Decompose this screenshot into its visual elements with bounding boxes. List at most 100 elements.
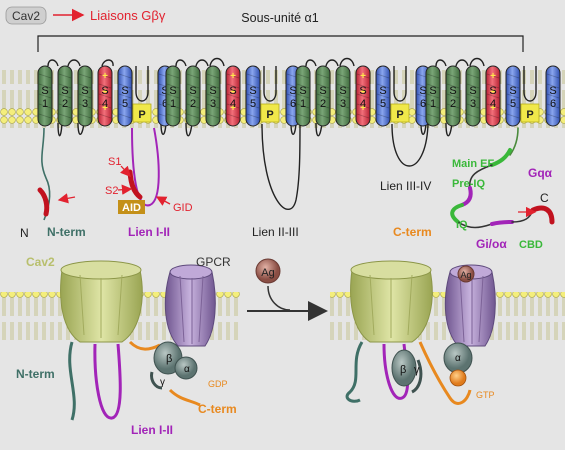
nterm-tail-left bbox=[68, 341, 76, 421]
helix-s2 bbox=[185, 65, 201, 127]
helix-stripe bbox=[226, 103, 240, 109]
lien34-label: Lien III-IV bbox=[380, 179, 431, 193]
helix-s6 bbox=[545, 65, 561, 127]
helix-stripe bbox=[506, 93, 520, 99]
helix-s1 bbox=[425, 65, 441, 127]
helix-stripe bbox=[546, 73, 560, 79]
galpha-left bbox=[174, 356, 198, 380]
helix-stripe bbox=[226, 113, 240, 119]
helix-stripe bbox=[206, 83, 220, 89]
s4-charge-mark: + bbox=[490, 71, 496, 82]
helix-stripe bbox=[356, 113, 370, 119]
agonist-bound-label: Ag bbox=[460, 270, 471, 280]
pore-loop bbox=[263, 66, 277, 102]
s4-charge-mark: + bbox=[230, 87, 236, 98]
pore-loop bbox=[523, 66, 537, 102]
intra-loops bbox=[47, 57, 485, 137]
helix-stripe bbox=[486, 83, 500, 89]
gid-arrow bbox=[155, 196, 171, 206]
helix-letter: S bbox=[101, 85, 108, 97]
helix-s3 bbox=[465, 65, 481, 127]
helix-stripe bbox=[246, 73, 260, 79]
helix-letter: S bbox=[469, 85, 476, 97]
helix-stripe bbox=[246, 83, 260, 89]
lien12-tail-left bbox=[93, 343, 122, 420]
s4-charge-mark: + bbox=[230, 103, 236, 114]
helix-number: 6 bbox=[162, 98, 168, 110]
helix-stripe bbox=[446, 73, 460, 79]
helix-stripe bbox=[356, 103, 370, 109]
helix-s5 bbox=[117, 65, 133, 127]
gpcr-left bbox=[164, 271, 216, 347]
helix-stripe bbox=[38, 83, 52, 89]
helix-stripe bbox=[336, 103, 350, 109]
helix-stripe bbox=[316, 83, 330, 89]
helix-stripe bbox=[296, 103, 310, 109]
helix-stripe bbox=[296, 83, 310, 89]
p-segment-label: P bbox=[396, 109, 403, 121]
helix-stripe bbox=[58, 83, 72, 89]
pore-loop bbox=[393, 66, 407, 102]
helix-number: 6 bbox=[420, 98, 426, 110]
helix-stripe bbox=[446, 93, 460, 99]
helix-number: 4 bbox=[230, 98, 236, 110]
helix-stripe bbox=[466, 113, 480, 119]
helix-number: 5 bbox=[250, 98, 256, 110]
helix-stripe bbox=[118, 83, 132, 89]
s2-arrow bbox=[117, 184, 133, 195]
gpcr-right bbox=[444, 271, 496, 347]
helix-letter: S bbox=[209, 85, 216, 97]
cbd-label: CBD bbox=[519, 239, 543, 251]
helix-stripe bbox=[166, 113, 180, 119]
gtp-label: GTP bbox=[476, 390, 495, 400]
helix-stripe bbox=[206, 103, 220, 109]
s4-charge-mark: + bbox=[360, 103, 366, 114]
helix-letter: S bbox=[161, 85, 168, 97]
cterm-tail-left bbox=[128, 340, 201, 407]
s4-charge-mark: + bbox=[102, 103, 108, 114]
agonist-ball bbox=[255, 258, 281, 284]
helix-stripe bbox=[226, 73, 240, 79]
helix-stripe bbox=[316, 73, 330, 79]
helix-number: 4 bbox=[490, 98, 496, 110]
helix-letter: S bbox=[229, 85, 236, 97]
agonist-curve bbox=[267, 285, 291, 311]
helix-stripe bbox=[78, 113, 92, 119]
gbg-link-label: Liaisons Gβγ bbox=[90, 8, 166, 23]
lien12-label-bottom: Lien I-II bbox=[131, 423, 173, 437]
gbeta-right bbox=[391, 349, 417, 387]
agonist-label: Ag bbox=[261, 267, 274, 279]
helix-s5 bbox=[505, 65, 521, 127]
helix-stripe bbox=[466, 103, 480, 109]
helix-stripe bbox=[226, 83, 240, 89]
nterm-tail-right bbox=[345, 341, 364, 403]
helix-number: 5 bbox=[122, 98, 128, 110]
helix-stripe bbox=[546, 113, 560, 119]
helix-stripe bbox=[166, 83, 180, 89]
helix-stripe bbox=[506, 113, 520, 119]
gpcr-label: GPCR bbox=[196, 255, 231, 269]
helix-stripe bbox=[546, 83, 560, 89]
helix-stripe bbox=[546, 93, 560, 99]
helix-stripe bbox=[376, 73, 390, 79]
helix-number: 2 bbox=[190, 98, 196, 110]
helix-s4 bbox=[97, 65, 113, 127]
helix-stripe bbox=[118, 73, 132, 79]
p-segment-box bbox=[520, 103, 540, 123]
s4-charge-mark: + bbox=[102, 87, 108, 98]
helix-stripe bbox=[166, 103, 180, 109]
s4-charge-mark: + bbox=[360, 71, 366, 82]
helix-stripe bbox=[78, 73, 92, 79]
helix-stripe bbox=[426, 103, 440, 109]
helix-letter: S bbox=[549, 85, 556, 97]
helix-letter: S bbox=[319, 85, 326, 97]
helix-stripe bbox=[78, 83, 92, 89]
helix-stripe bbox=[446, 103, 460, 109]
helix-stripe bbox=[186, 83, 200, 89]
helix-stripe bbox=[426, 73, 440, 79]
helix-stripe bbox=[226, 93, 240, 99]
gtp-ball bbox=[449, 369, 467, 387]
subunit-bracket bbox=[37, 35, 524, 52]
helix-stripe bbox=[376, 103, 390, 109]
